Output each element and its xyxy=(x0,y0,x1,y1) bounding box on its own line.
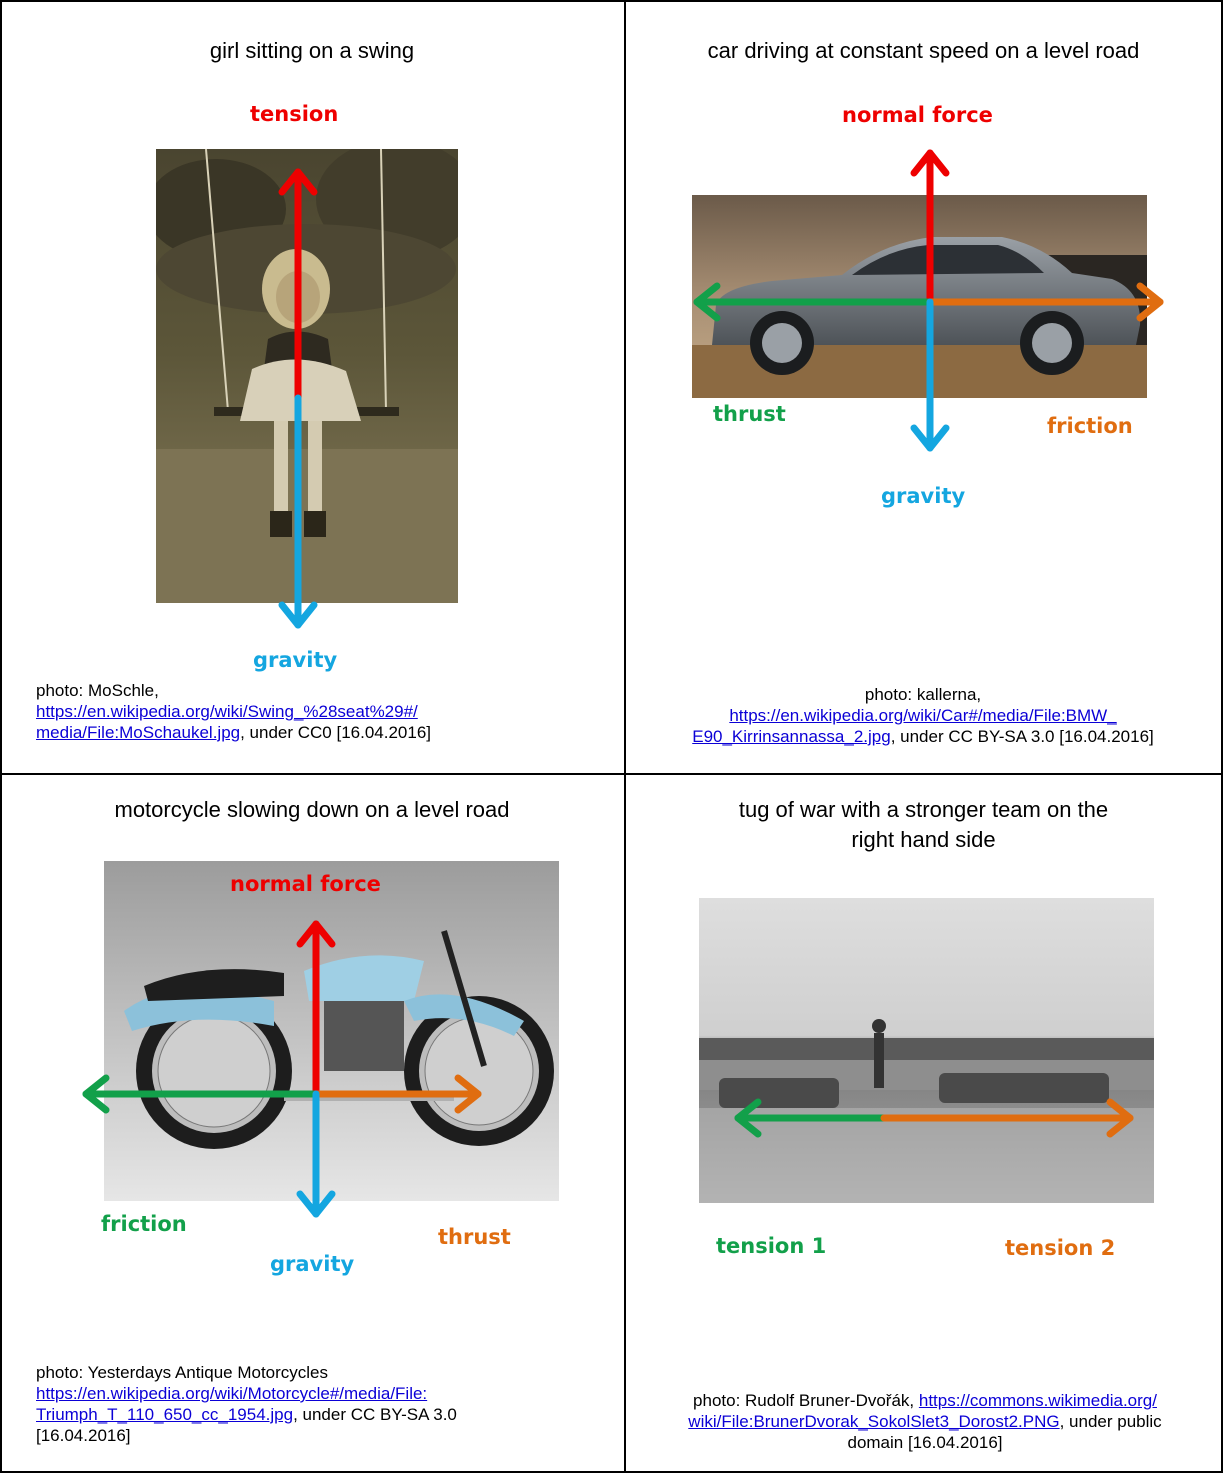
tug-of-war-photo xyxy=(699,898,1154,1203)
arrow-thrust xyxy=(693,282,934,322)
force-label-tension-1: tension 1 xyxy=(716,1234,827,1258)
credit-prefix: photo: Rudolf Bruner-Dvořák, xyxy=(693,1391,919,1410)
credit-license: , under CC BY-SA 3.0 xyxy=(293,1405,457,1424)
credit-link[interactable]: https://en.wikipedia.org/wiki/Car#/media… xyxy=(729,706,1117,725)
credit-date: [16.04.2016] xyxy=(36,1426,131,1445)
credit-license: , under public xyxy=(1059,1412,1162,1431)
car-photo xyxy=(692,195,1147,398)
credit-prefix: photo: MoSchle, xyxy=(36,681,159,700)
force-label-gravity: gravity xyxy=(881,484,966,508)
panel-title: girl sitting on a swing xyxy=(209,38,415,63)
credit-link[interactable]: https://commons.wikimedia.org/ xyxy=(918,1391,1157,1410)
center-divider xyxy=(624,0,626,1473)
force-label-tension-2: tension 2 xyxy=(1005,1236,1116,1260)
arrow-tension xyxy=(278,168,318,402)
credit-link-continued[interactable]: Triumph_T_110_650_cc_1954.jpg xyxy=(36,1405,294,1424)
panel-title: tug of war with a stronger team on the r… xyxy=(626,795,1221,855)
force-label-friction: friction xyxy=(1047,414,1133,438)
force-label-normal-force: normal force xyxy=(842,103,993,127)
credit-link-continued[interactable]: E90_Kirrinsannassa_2.jpg xyxy=(692,727,891,746)
force-label-friction: friction xyxy=(101,1212,187,1236)
credit-license: , under CC0 [16.04.2016] xyxy=(240,723,432,742)
force-label-thrust: thrust xyxy=(713,402,786,426)
arrow-gravity xyxy=(296,1090,336,1218)
border-bottom xyxy=(0,1471,1223,1473)
middle-divider xyxy=(0,773,1223,775)
arrow-tension-2 xyxy=(880,1098,1134,1138)
credit-prefix: photo: Yesterdays Antique Motorcycles xyxy=(36,1363,329,1382)
panel-title: car driving at constant speed on a level… xyxy=(707,38,1140,63)
arrow-normal-force xyxy=(910,149,950,306)
credit-link[interactable]: https://en.wikipedia.org/wiki/Motorcycle… xyxy=(36,1384,428,1403)
credit-link-continued[interactable]: wiki/File:BrunerDvorak_SokolSlet3_Dorost… xyxy=(688,1412,1060,1431)
photo-credit: photo: MoSchle, https://en.wikipedia.org… xyxy=(36,680,596,743)
force-label-gravity: gravity xyxy=(253,648,338,672)
force-label-thrust: thrust xyxy=(438,1225,511,1249)
force-label-tension: tension xyxy=(250,102,339,126)
arrow-friction xyxy=(926,282,1164,322)
panel-title-line1: tug of war with a stronger team on the xyxy=(738,797,1109,822)
panel-title: motorcycle slowing down on a level road xyxy=(114,797,510,822)
force-label-gravity: gravity xyxy=(270,1252,355,1276)
arrow-gravity xyxy=(910,298,950,452)
photo-credit: photo: Yesterdays Antique Motorcycles ht… xyxy=(36,1362,606,1446)
swing-photo xyxy=(156,149,458,603)
border-right xyxy=(1221,0,1223,1473)
panel-title-line2: right hand side xyxy=(851,827,996,852)
border-top xyxy=(0,0,1223,2)
arrow-friction xyxy=(82,1074,320,1114)
credit-date: domain [16.04.2016] xyxy=(847,1433,1003,1452)
arrow-normal-force xyxy=(296,920,336,1098)
photo-credit: photo: kallerna, https://en.wikipedia.or… xyxy=(630,684,1216,747)
force-label-normal-force: normal force xyxy=(230,872,381,896)
photo-credit: photo: Rudolf Bruner-Dvořák, https://com… xyxy=(630,1390,1220,1453)
arrow-thrust xyxy=(312,1074,482,1114)
credit-prefix: photo: kallerna, xyxy=(864,685,982,704)
credit-link[interactable]: https://en.wikipedia.org/wiki/Swing_%28s… xyxy=(36,702,418,721)
credit-license: , under CC BY-SA 3.0 [16.04.2016] xyxy=(890,727,1154,746)
arrow-gravity xyxy=(278,394,318,629)
border-left xyxy=(0,0,2,1473)
credit-link-continued[interactable]: media/File:MoSchaukel.jpg xyxy=(36,723,241,742)
arrow-tension-1 xyxy=(734,1098,888,1138)
motorcycle-photo xyxy=(104,861,559,1201)
